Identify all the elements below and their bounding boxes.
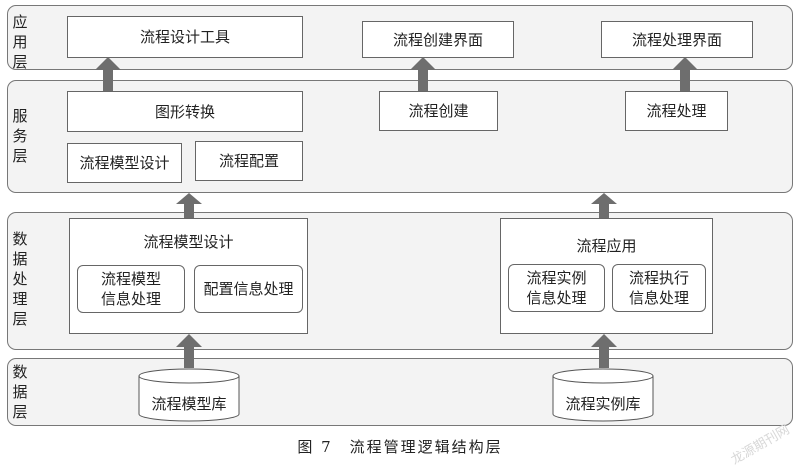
process-app-frame-title: 流程应用 (576, 237, 637, 255)
process-handle-box: 流程处理 (625, 91, 728, 131)
model-database-label: 流程模型库 (151, 395, 227, 413)
application-layer-label: 应用层 (12, 13, 28, 71)
service-layer-label: 服务层 (12, 107, 28, 165)
instance-database-label: 流程实例库 (565, 395, 641, 413)
model-design-box: 流程模型设计 (67, 143, 182, 183)
model-info-line1: 流程模型 (100, 270, 161, 288)
arrow-up-icon (591, 334, 617, 368)
model-database: 流程模型库 (138, 368, 240, 422)
exec-info-line1: 流程执行 (628, 269, 689, 287)
database-icon (552, 368, 654, 422)
instance-info-line1: 流程实例 (526, 269, 587, 287)
process-create-box: 流程创建 (379, 91, 498, 131)
process-create-ui-box: 流程创建界面 (362, 21, 514, 58)
config-info-box: 配置信息处理 (194, 265, 303, 313)
model-info-line2: 信息处理 (100, 290, 161, 308)
figure-caption: 图 7 流程管理逻辑结构层 (297, 438, 503, 456)
data-processing-layer-label: 数据处理层 (12, 230, 28, 328)
arrow-up-icon (591, 193, 617, 218)
graph-convert-box: 图形转换 (67, 91, 303, 132)
exec-info-line2: 信息处理 (628, 289, 689, 307)
process-design-tool-box: 流程设计工具 (67, 16, 303, 58)
exec-info-box: 流程执行 信息处理 (612, 264, 706, 312)
process-handle-ui-box: 流程处理界面 (601, 21, 753, 58)
data-layer (7, 358, 793, 426)
database-icon (138, 368, 240, 422)
arrow-up-icon (410, 57, 436, 91)
arrow-up-icon (95, 57, 121, 91)
process-config-box: 流程配置 (195, 141, 303, 181)
instance-info-line2: 信息处理 (526, 289, 587, 307)
data-layer-label: 数据层 (12, 363, 28, 421)
model-design-frame-title: 流程模型设计 (143, 233, 234, 251)
arrow-up-icon (176, 193, 202, 218)
instance-info-box: 流程实例 信息处理 (508, 264, 605, 312)
instance-database: 流程实例库 (552, 368, 654, 422)
arrow-up-icon (176, 334, 202, 368)
model-info-box: 流程模型 信息处理 (77, 265, 185, 313)
arrow-up-icon (672, 57, 698, 91)
